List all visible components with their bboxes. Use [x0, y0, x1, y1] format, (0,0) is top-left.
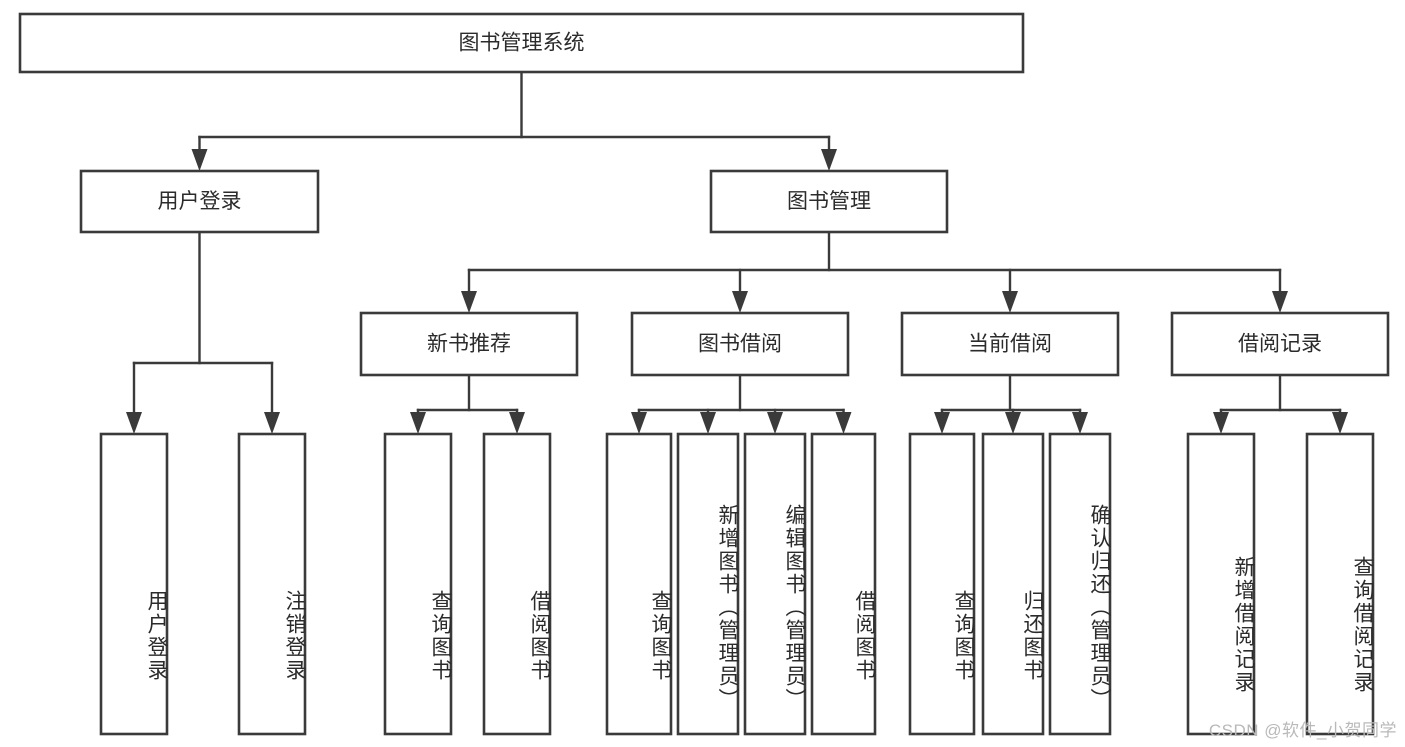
arrow-icon-leaf-query-book-1	[410, 412, 426, 434]
arrow-icon-borrow-record	[1272, 291, 1288, 313]
arrow-icon-user-login	[191, 149, 208, 171]
arrow-icon-new-book-rec	[461, 291, 477, 313]
arrow-icon-leaf-return-book	[1005, 412, 1021, 434]
connectors-layer	[126, 70, 1348, 434]
node-label-root: 图书管理系统	[459, 32, 585, 55]
arrow-icon-leaf-confirm-return	[1072, 412, 1088, 434]
watermark-text: CSDN @软件_小贺同学	[1208, 721, 1397, 740]
node-label-book-borrow: 图书借阅	[698, 333, 782, 356]
node-box-book-borrow[interactable]	[630, 311, 850, 377]
arrow-icon-leaf-query-record	[1332, 412, 1348, 434]
arrow-icon-leaf-user-login	[126, 412, 142, 434]
arrow-icon-book-manage	[821, 149, 837, 171]
node-box-leaf-add-book[interactable]	[676, 432, 740, 736]
node-box-leaf-user-login[interactable]	[99, 432, 169, 736]
node-box-leaf-query-book-2[interactable]	[605, 432, 673, 736]
node-box-leaf-query-record[interactable]	[1305, 432, 1375, 736]
node-box-current-borrow[interactable]	[900, 311, 1120, 377]
node-box-leaf-borrow-book-1[interactable]	[482, 432, 552, 736]
node-box-leaf-borrow-book-2[interactable]	[810, 432, 877, 736]
arrow-icon-leaf-borrow-book-2	[835, 412, 852, 434]
arrow-icon-leaf-edit-book	[767, 412, 783, 434]
arrow-icon-leaf-add-record	[1213, 412, 1229, 434]
node-box-leaf-query-book-1[interactable]	[383, 432, 453, 736]
arrow-icon-leaf-add-book	[700, 412, 716, 434]
node-box-leaf-logout[interactable]	[237, 432, 307, 736]
node-box-leaf-query-book-3[interactable]	[908, 432, 976, 736]
node-label-current-borrow: 当前借阅	[968, 333, 1052, 356]
node-box-new-book-rec[interactable]	[359, 311, 579, 377]
node-box-leaf-add-record[interactable]	[1186, 432, 1256, 736]
node-box-book-manage[interactable]	[709, 169, 949, 234]
node-boxes-layer	[18, 12, 1390, 736]
arrow-icon-leaf-logout	[264, 412, 280, 434]
node-box-leaf-confirm-return[interactable]	[1048, 432, 1112, 736]
node-label-book-manage: 图书管理	[787, 190, 871, 213]
node-box-user-login[interactable]	[79, 169, 320, 234]
node-box-borrow-record[interactable]	[1170, 311, 1390, 377]
arrow-icon-leaf-borrow-book-1	[509, 412, 525, 434]
node-box-root[interactable]	[18, 12, 1025, 74]
node-box-leaf-return-book[interactable]	[981, 432, 1045, 736]
node-label-user-login: 用户登录	[158, 190, 242, 213]
node-box-leaf-edit-book[interactable]	[743, 432, 807, 736]
arrow-icon-leaf-query-book-2	[631, 412, 647, 434]
arrow-icon-book-borrow	[732, 291, 748, 313]
node-label-new-book-rec: 新书推荐	[427, 333, 511, 356]
arrow-icon-leaf-query-book-3	[934, 412, 950, 434]
node-label-borrow-record: 借阅记录	[1238, 333, 1322, 356]
arrow-icon-current-borrow	[1002, 291, 1018, 313]
